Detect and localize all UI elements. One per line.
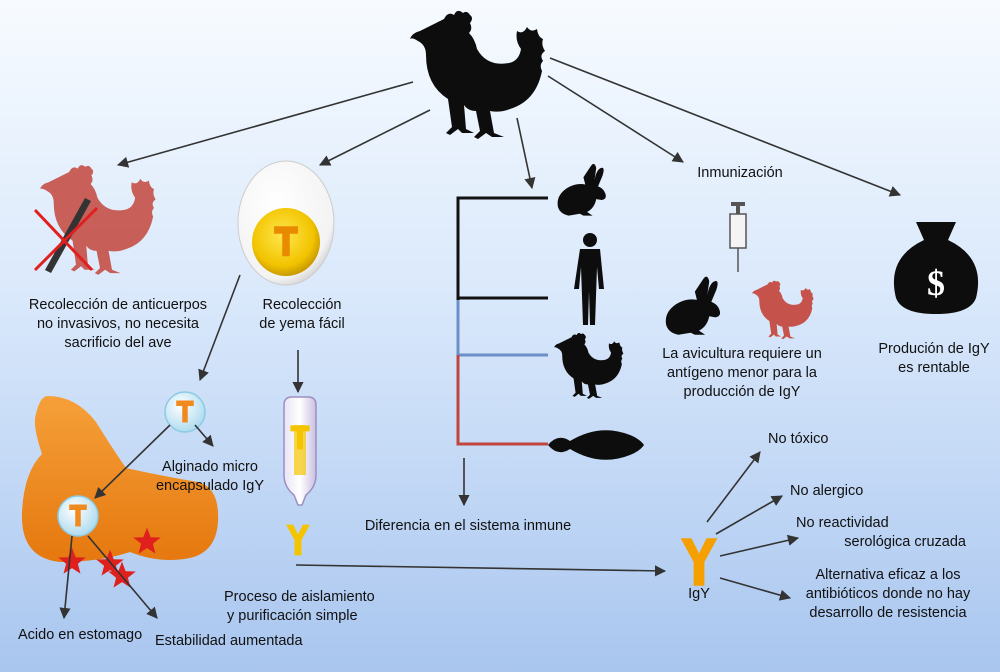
igy-icon bbox=[680, 538, 718, 586]
capsule-icon bbox=[164, 391, 206, 433]
profitable-label: Produción de IgY es rentable bbox=[878, 341, 990, 376]
egg-yolk-icon bbox=[237, 160, 335, 286]
no-allergic-label: No alergico bbox=[790, 483, 864, 499]
phylogenetic-tree bbox=[456, 196, 548, 446]
dollar-sign: $ bbox=[927, 263, 945, 303]
immunized-rabbit-icon bbox=[665, 276, 721, 335]
stability-label: Estabilidad aumentada bbox=[155, 633, 303, 649]
igy-arrows bbox=[706, 451, 800, 601]
immunized-hen-icon bbox=[752, 280, 814, 340]
rabbit-icon bbox=[557, 163, 606, 216]
purified-igy-icon bbox=[286, 524, 310, 556]
main-hen-icon bbox=[410, 10, 545, 139]
stomach-arrows bbox=[59, 424, 214, 620]
syringe-icon bbox=[729, 202, 747, 272]
capsule-in-stomach-icon bbox=[57, 495, 99, 537]
fish-icon bbox=[548, 430, 644, 460]
no-reactivity-label: No reactividad serológica cruzada bbox=[796, 515, 966, 550]
igy-label: IgY bbox=[688, 586, 710, 602]
poultry-label: La avicultura requiere un antígeno menor… bbox=[662, 346, 822, 400]
purification-tube-icon bbox=[283, 396, 317, 556]
human-icon bbox=[574, 233, 604, 325]
immune-difference-label: Diferencia en el sistema inmune bbox=[364, 518, 572, 534]
hen-arrows bbox=[116, 57, 902, 197]
money-bag-icon: $ bbox=[893, 222, 979, 314]
acid-label: Acido en estomago bbox=[18, 627, 143, 643]
tree-hen-icon bbox=[554, 333, 624, 399]
alternative-label: Alternativa eficaz a los antibióticos do… bbox=[805, 567, 971, 621]
red-hen-crossed-icon bbox=[33, 165, 156, 275]
process-label: Proceso de aislamiento y purificación si… bbox=[224, 589, 375, 624]
egg-arrows bbox=[198, 274, 667, 577]
alginate-label: Alginado micro encapsulado IgY bbox=[155, 459, 265, 494]
collection-label: Recolección de anticuerpos no invasivos,… bbox=[28, 297, 208, 351]
immunization-label: Inmunización bbox=[697, 165, 783, 181]
yolk-label: Recolección de yema fácil bbox=[259, 297, 345, 332]
no-toxic-label: No tóxico bbox=[768, 431, 829, 447]
